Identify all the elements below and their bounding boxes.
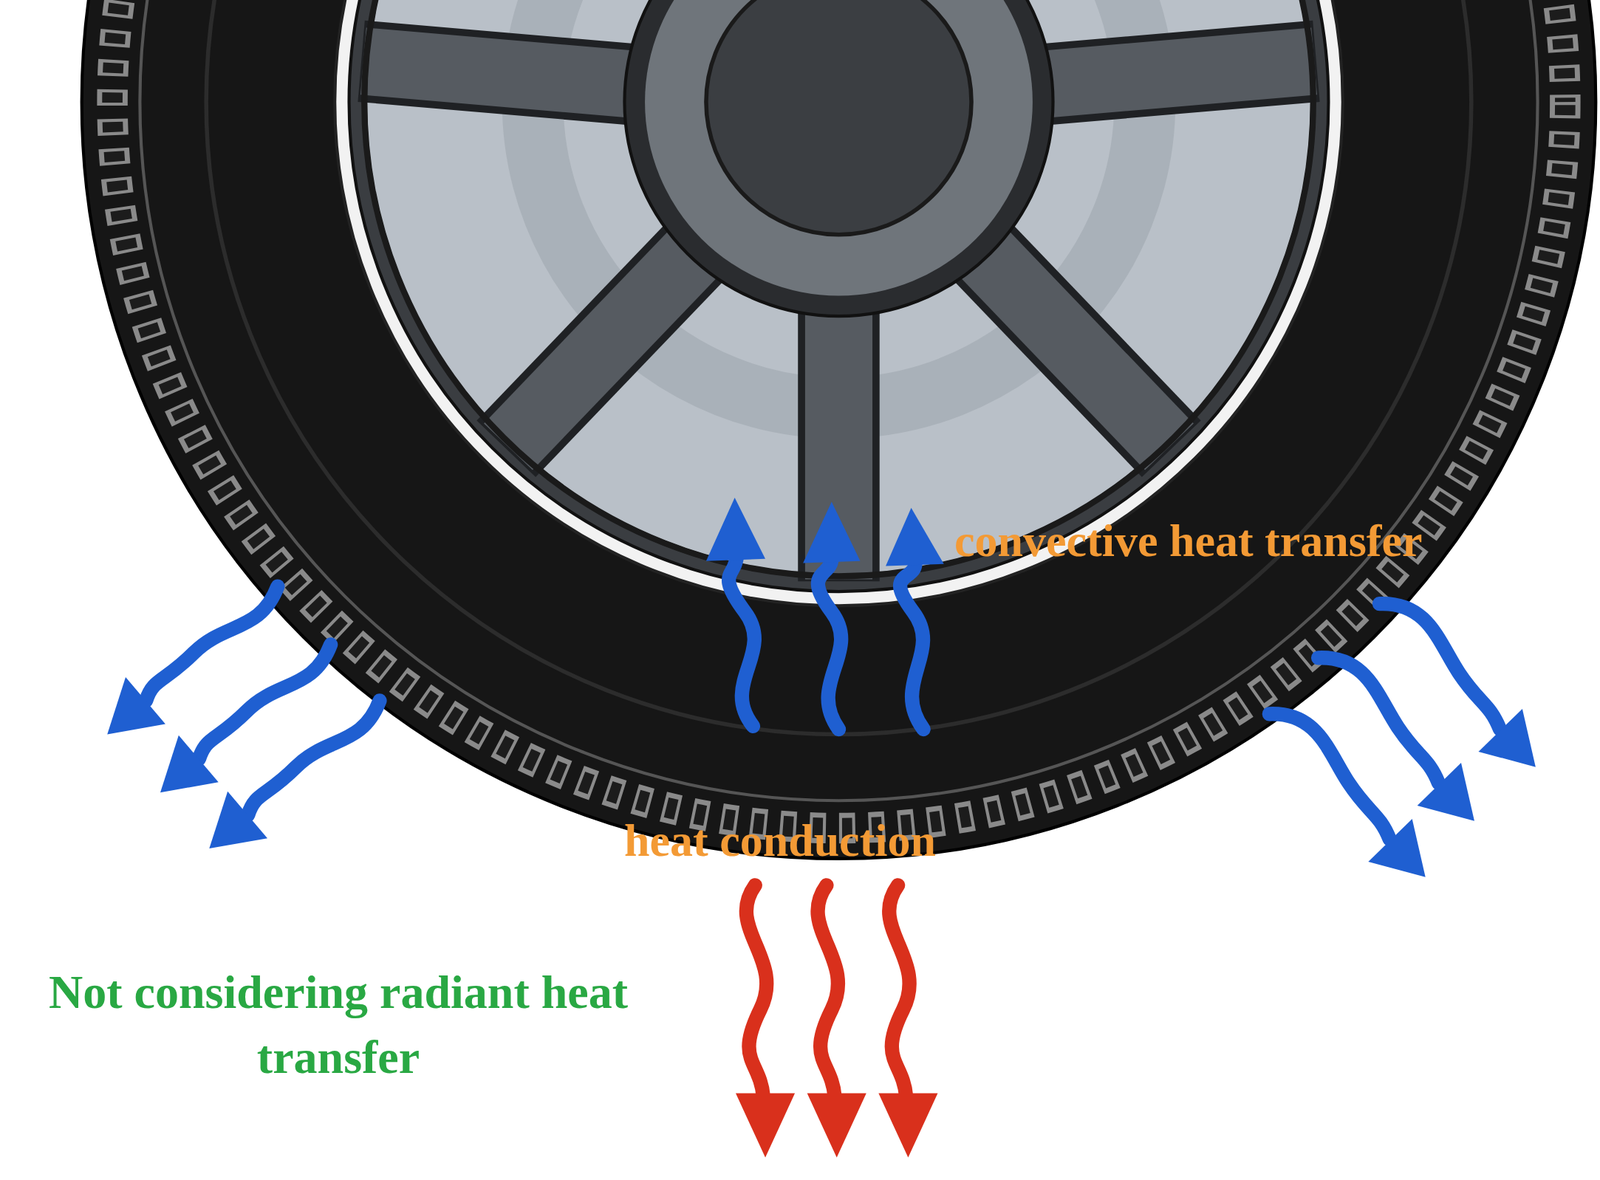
wavy-arrow <box>807 885 867 1159</box>
spokes <box>363 0 1315 580</box>
convection-arrowheads-up <box>706 497 945 567</box>
wavy-arrow <box>209 701 380 849</box>
spoke-outlines <box>361 0 1317 582</box>
convection-arrows-left <box>107 586 380 849</box>
wavy-arrow <box>900 562 925 730</box>
label-position: Not considering radiant heat transfer <box>20 960 656 1092</box>
arrowhead <box>885 508 945 567</box>
hub-center <box>706 0 972 235</box>
wheel-rim <box>334 0 1343 606</box>
label-position: heat conduction <box>624 815 1068 866</box>
wavy-arrow <box>817 559 841 730</box>
heat-transfer-label: convective heat transfer <box>954 515 1590 566</box>
wavy-arrow <box>1318 658 1475 822</box>
wavy-arrow <box>1269 714 1425 878</box>
tread-blocks <box>112 0 1566 829</box>
arrowhead <box>802 502 860 564</box>
conduction-arrows <box>735 885 938 1159</box>
rim-lip <box>334 0 1343 606</box>
tire-body <box>81 0 1597 860</box>
convection-arrows-up <box>729 556 924 730</box>
arrowhead <box>706 497 766 562</box>
wavy-arrow <box>878 885 938 1159</box>
heat-transfer-label: heat conduction <box>624 815 1068 866</box>
label-position: convective heat transfer <box>954 515 1590 566</box>
sidewall-ring <box>206 0 1472 735</box>
convection-arrows-right <box>1269 604 1535 878</box>
wavy-arrow <box>160 644 331 793</box>
wavy-arrow <box>729 556 755 727</box>
tire <box>81 0 1597 860</box>
tread-hollows <box>112 0 1566 829</box>
rim-barrel <box>349 0 1329 592</box>
hub <box>644 0 1033 297</box>
tread-groove <box>139 0 1538 801</box>
hub-ring <box>624 0 1053 317</box>
rim-edge <box>364 0 1313 577</box>
note-label: Not considering radiant heat transfer <box>20 960 656 1092</box>
wavy-arrow <box>735 885 795 1159</box>
